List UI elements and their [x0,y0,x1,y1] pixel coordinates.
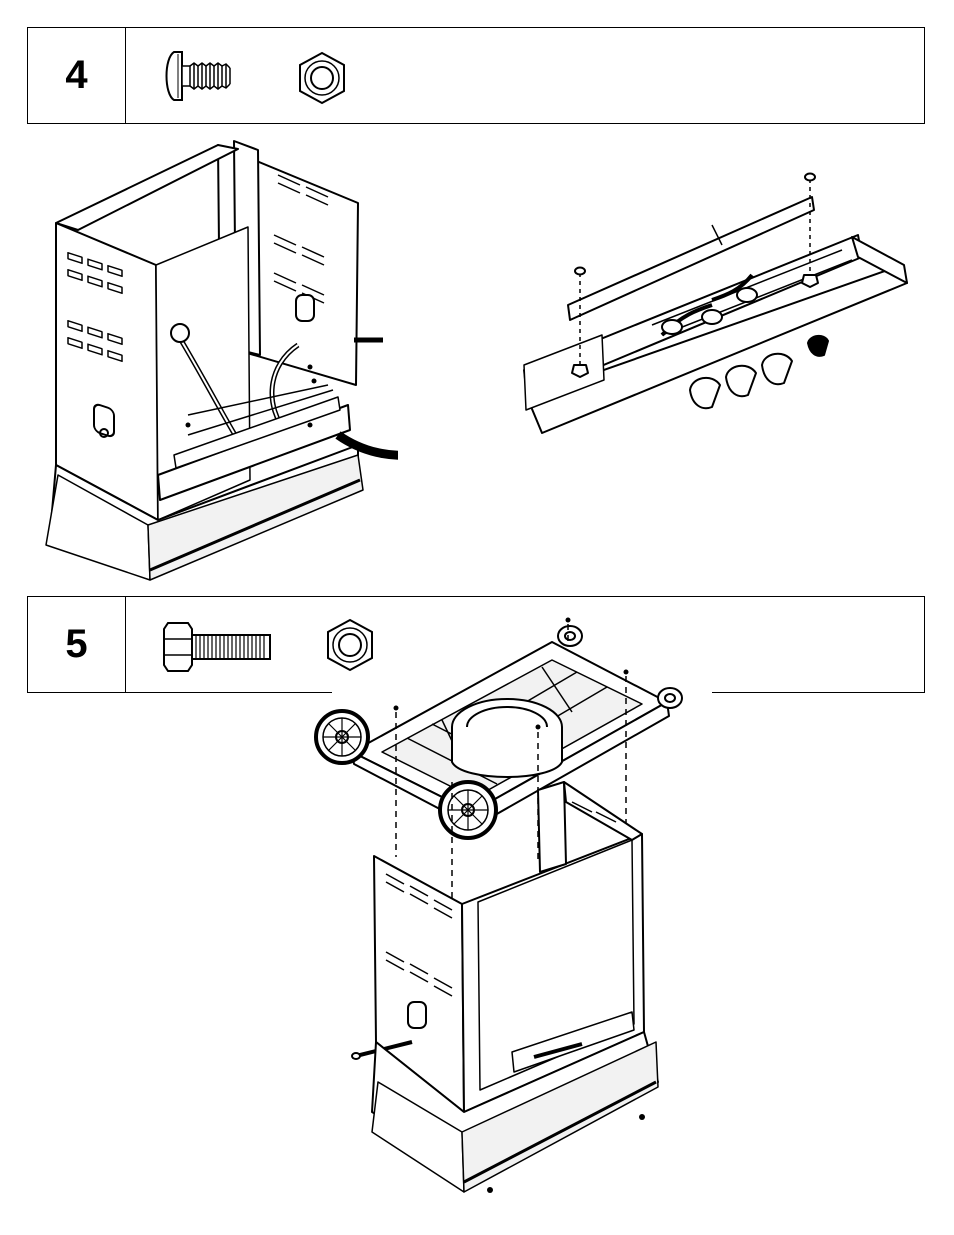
step-number: 4 [65,53,87,98]
step-number: 5 [65,622,87,667]
step-number-cell: 4 [28,28,126,123]
screw-icon [160,48,240,104]
step-number-cell: 5 [28,597,126,692]
hex-nut-icon [294,50,350,106]
control-panel-removal-illustration [38,135,398,590]
cart-base-wheels-assembly-illustration [312,612,712,1212]
step-4-header: 4 [27,27,925,124]
hex-bolt-icon [162,617,282,677]
removed-control-panel-illustration [512,165,912,465]
